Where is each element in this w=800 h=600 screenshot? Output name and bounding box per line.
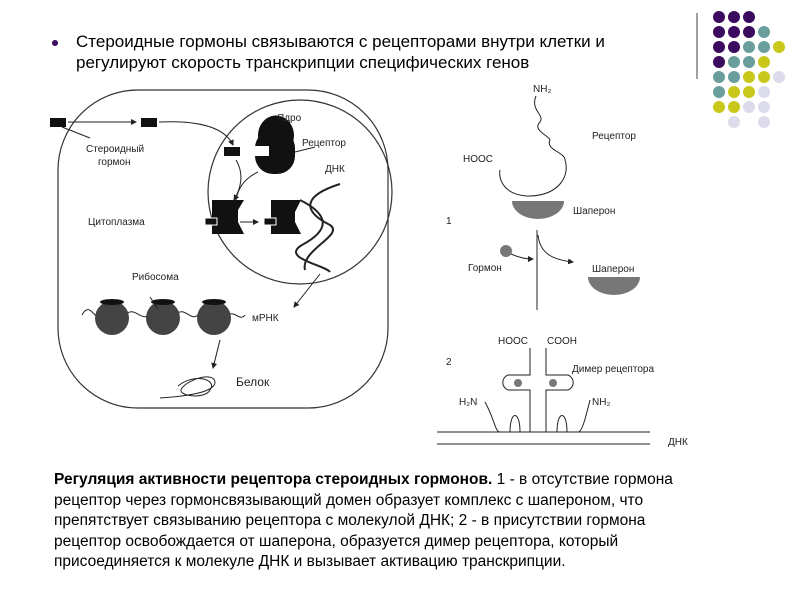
chaperone-shape	[588, 277, 640, 295]
decor-dot	[728, 101, 740, 113]
cell-diagram: Стероидный гормон Ядро Рецептор ДНК Цито…	[50, 89, 393, 409]
svg-text:гормон: гормон	[98, 157, 131, 168]
decor-vertical-line	[696, 13, 698, 79]
decor-dot	[743, 56, 755, 68]
ribosomes	[81, 299, 246, 335]
decor-dot	[773, 41, 785, 53]
decor-dot	[728, 116, 740, 128]
decor-dot	[713, 71, 725, 83]
slide-heading: Стероидные гормоны связываются с рецепто…	[76, 32, 605, 72]
nucleus	[207, 99, 393, 285]
decor-dot	[773, 71, 785, 83]
decor-dot	[713, 56, 725, 68]
decor-dot	[758, 86, 770, 98]
decor-dot	[758, 101, 770, 113]
decor-dot	[728, 86, 740, 98]
hormone-icon	[141, 118, 157, 127]
chaperone-shape	[512, 201, 564, 219]
decor-dot	[758, 56, 770, 68]
svg-text:NH₂: NH₂	[533, 84, 551, 95]
decor-dot	[758, 116, 770, 128]
protein-icon	[159, 376, 216, 399]
decor-dot	[728, 11, 740, 23]
svg-text:Рецептор: Рецептор	[302, 138, 346, 149]
svg-text:Цитоплазма: Цитоплазма	[88, 217, 145, 228]
svg-text:Стероидный: Стероидный	[86, 144, 144, 155]
bullet-icon	[52, 40, 58, 46]
svg-text:ДНК: ДНК	[325, 164, 345, 175]
decor-dot	[743, 86, 755, 98]
decor-dot	[713, 86, 725, 98]
svg-text:Шаперон: Шаперон	[592, 264, 634, 275]
svg-text:Рецептор: Рецептор	[592, 131, 636, 142]
diagrams: Стероидный гормон Ядро Рецептор ДНК Цито…	[50, 84, 688, 448]
decor-dot	[743, 41, 755, 53]
caption-body: 1 - в отсутствие гормона рецептор через …	[54, 471, 673, 570]
decor-dot	[713, 11, 725, 23]
decor-dot	[728, 26, 740, 38]
svg-text:COOH: COOH	[547, 336, 577, 347]
svg-text:Ядро: Ядро	[277, 113, 302, 124]
svg-text:HOOC: HOOC	[463, 154, 493, 165]
receptor-complex	[212, 200, 244, 234]
svg-text:ДНК: ДНК	[668, 437, 688, 448]
svg-text:Гормон: Гормон	[468, 263, 502, 274]
receptor-diagram: NH₂ Рецептор HOOC Шаперон 1 Гормон Шапер…	[437, 84, 688, 448]
figure-caption: Регуляция активности рецептора стероидны…	[54, 470, 714, 573]
decor-dot	[758, 41, 770, 53]
svg-text:2: 2	[446, 357, 452, 368]
decor-dot	[758, 26, 770, 38]
decor-dot	[728, 41, 740, 53]
decor-dot	[743, 101, 755, 113]
caption-title: Регуляция активности рецептора стероидны…	[54, 471, 493, 488]
decor-dot	[713, 41, 725, 53]
svg-text:Шаперон: Шаперон	[573, 206, 615, 217]
decor-dot	[743, 71, 755, 83]
decor-dot	[713, 26, 725, 38]
svg-text:H₂N: H₂N	[459, 397, 477, 408]
decor-dot	[758, 71, 770, 83]
decor-dot	[728, 71, 740, 83]
decor-dot	[713, 101, 725, 113]
svg-text:HOOC: HOOC	[498, 336, 528, 347]
svg-text:мРНК: мРНК	[252, 313, 279, 324]
svg-text:Димер рецептора: Димер рецептора	[572, 364, 654, 375]
decor-dot	[728, 56, 740, 68]
decor-dot	[743, 26, 755, 38]
svg-text:1: 1	[446, 216, 452, 227]
dna-helix	[295, 183, 341, 273]
decor-dot	[743, 11, 755, 23]
svg-text:Белок: Белок	[236, 375, 270, 389]
hormone-icon	[224, 147, 240, 156]
hormone-icon	[50, 118, 66, 127]
svg-text:Рибосома: Рибосома	[132, 271, 179, 283]
svg-text:NH₂: NH₂	[592, 397, 610, 408]
cell-membrane	[57, 89, 389, 409]
